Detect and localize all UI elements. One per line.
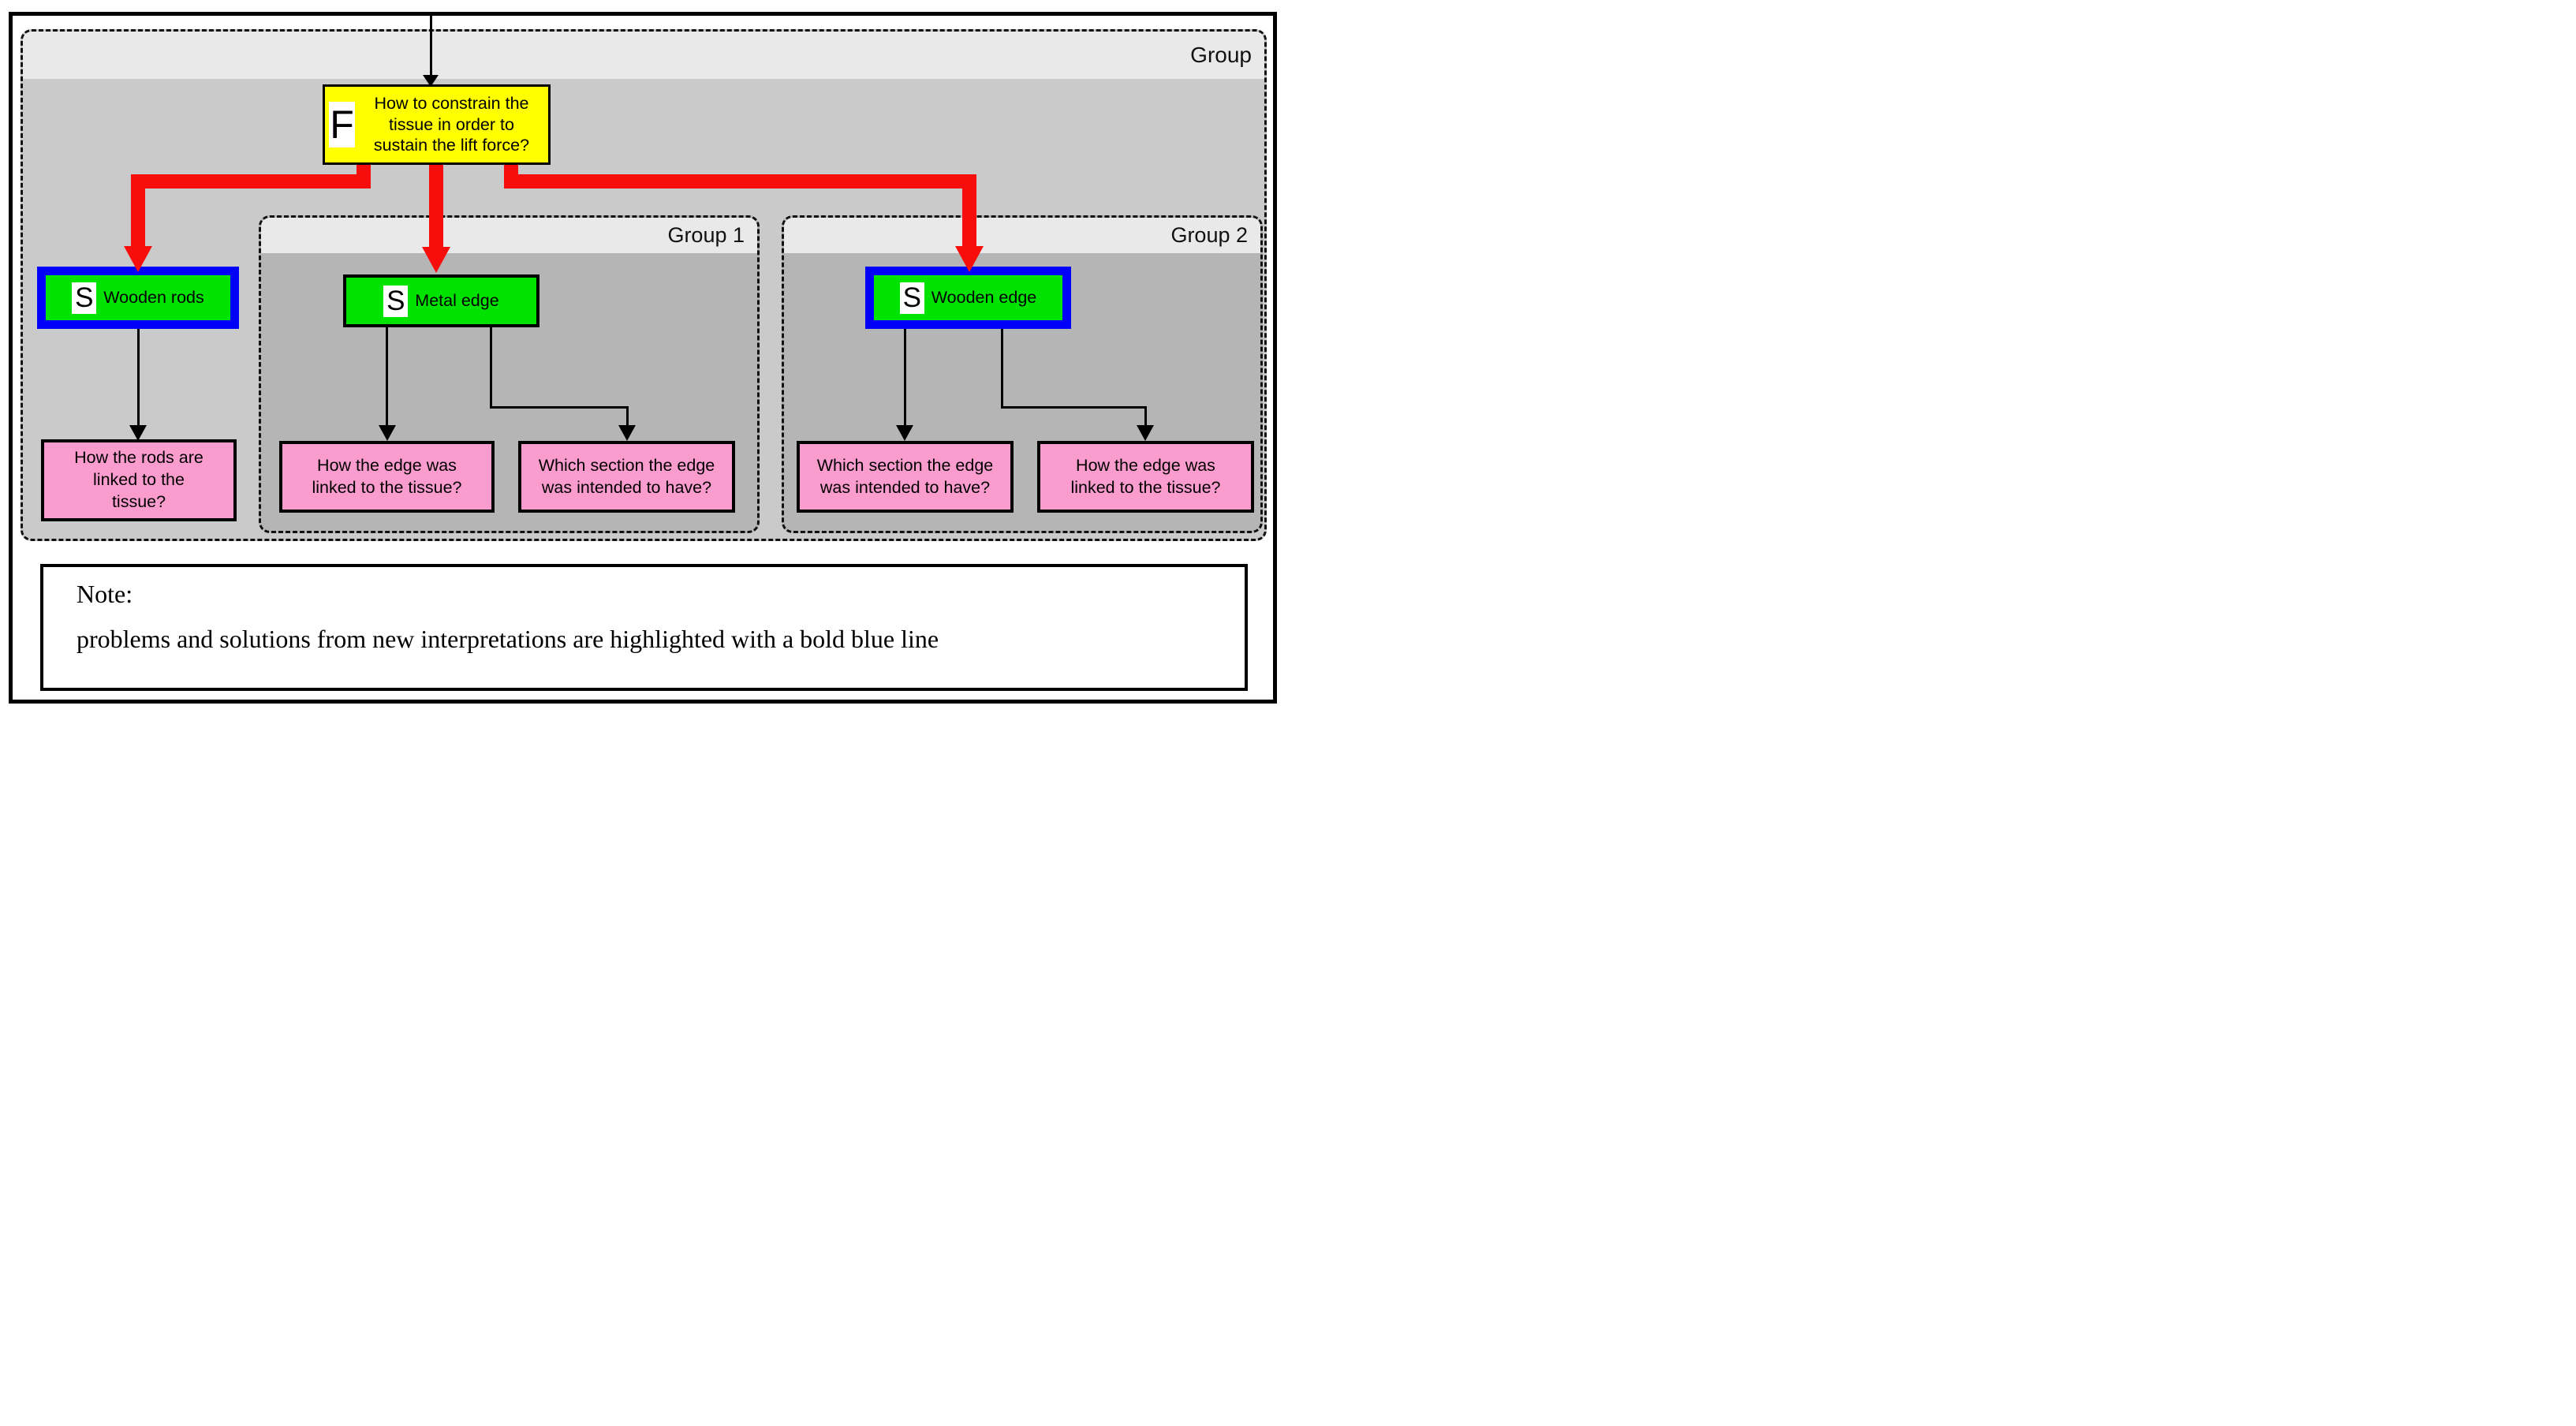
solution-metal-edge-badge: S [383,285,409,317]
question-g1-section-box: Which section the edge was intended to h… [518,441,735,513]
arrow-g2-section-head-icon [896,425,913,441]
red-connector-middle-drop [429,159,443,247]
solution-wooden-rods-box: S Wooden rods [46,275,230,320]
arrow-g2-link-drop1 [1001,329,1003,409]
group2-header-band: Group 2 [784,218,1260,253]
solution-wooden-rods-badge: S [72,282,97,314]
red-connector-left-bar [131,174,371,189]
note-box: Note: problems and solutions from new in… [40,564,1248,691]
red-connector-right-bar [504,174,976,189]
arrow-g2-link-elbow [1001,406,1147,409]
red-connector-left-drop [131,189,145,247]
arrow-g1-section-drop1 [490,327,492,409]
solution-wooden-rods-highlight: S Wooden rods [37,267,239,329]
arrow-g2-link-drop2 [1144,406,1147,425]
question-g2-link-text: How the edge was linked to the tissue? [1070,455,1221,497]
group1-header-band: Group 1 [261,218,757,253]
question-g2-section-box: Which section the edge was intended to h… [797,441,1014,513]
note-body: problems and solutions from new interpre… [77,625,939,653]
arrow-g1-link-line [386,327,388,425]
red-arrow-head-wooden-rods-icon [124,246,152,272]
solution-wooden-edge-box: S Wooden edge [874,275,1062,320]
diagram-canvas: Group Group 1 Group 2 F [0,0,1288,713]
question-g1-link-text: How the edge was linked to the tissue? [312,455,462,497]
solution-wooden-edge-label: Wooden edge [931,288,1037,307]
question-g2-link-box: How the edge was linked to the tissue? [1037,441,1254,513]
arrow-g2-section-line [904,329,906,425]
arrow-rods-question-line [137,329,140,425]
solution-metal-edge-label: Metal edge [415,291,499,310]
solution-metal-edge-box: S Metal edge [343,274,539,327]
red-arrow-head-metal-edge-icon [422,247,450,273]
incoming-arrow-line [430,16,432,77]
question-g2-section-text: Which section the edge was intended to h… [816,455,994,497]
question-rods-text: How the rods are linked to the tissue? [74,448,203,511]
incoming-arrow-head-icon [423,75,439,87]
problem-box: F How to constrain the tissue in order t… [323,84,551,165]
solution-wooden-edge-highlight: S Wooden edge [865,267,1071,329]
solution-wooden-edge-badge: S [899,282,924,314]
problem-text: How to constrain the tissue in order to … [373,94,530,155]
question-rods-box: How the rods are linked to the tissue? [41,439,237,521]
arrow-g1-section-drop2 [626,406,629,425]
note-title: Note: [77,580,133,608]
arrow-g1-link-head-icon [379,425,396,441]
red-connector-right-drop [962,189,976,246]
arrow-g1-section-head-icon [618,425,636,441]
group2-label: Group 2 [1170,223,1248,247]
question-g1-link-box: How the edge was linked to the tissue? [279,441,495,513]
arrow-g2-link-head-icon [1137,425,1154,441]
group-header-band: Group [23,32,1264,79]
problem-type-badge: F [329,102,355,147]
arrow-g1-section-elbow [490,406,629,409]
group1-label: Group 1 [667,223,745,247]
red-arrow-head-wooden-edge-icon [955,246,984,272]
group-label: Group [1190,43,1252,67]
question-g1-section-text: Which section the edge was intended to h… [538,455,715,497]
arrow-rods-question-head-icon [129,425,147,441]
solution-wooden-rods-label: Wooden rods [103,288,204,307]
